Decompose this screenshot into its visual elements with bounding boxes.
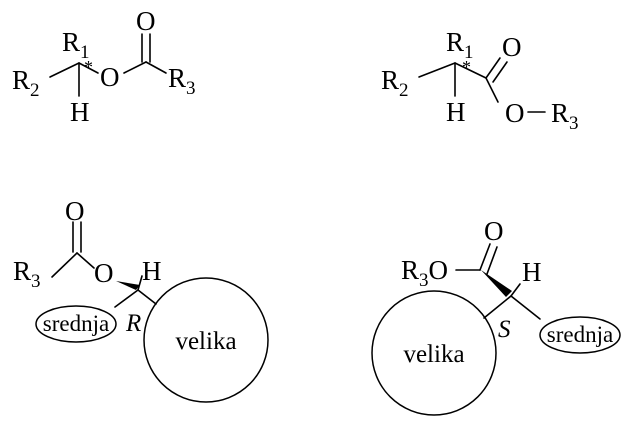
- hydrogen-label: H: [70, 97, 90, 127]
- hydrogen-label: H: [522, 257, 542, 287]
- large-substituent-circle: [371, 290, 497, 416]
- large-substituent-label: velika: [403, 341, 464, 368]
- r3-label: R3: [13, 256, 41, 292]
- medium-substituent-label: srednja: [547, 322, 613, 347]
- r3-label: R3: [551, 98, 579, 134]
- hydrogen-label: H: [142, 256, 162, 286]
- r1-label: R1: [446, 27, 474, 63]
- r2-label: R2: [381, 65, 409, 101]
- stereo-model-right: velika srednja O R3O H S: [371, 216, 621, 416]
- hydrogen-label: H: [446, 97, 466, 127]
- medium-substituent-label: srednja: [43, 311, 109, 336]
- configuration-label: S: [498, 316, 511, 343]
- ester-structure-left: R2 R1 * H O O R3: [12, 6, 196, 127]
- carbonyl-oxygen-label: O: [136, 6, 156, 36]
- stereocenter-star: *: [84, 57, 93, 77]
- wedge-bond: [116, 281, 140, 290]
- ester-oxygen-label: O: [100, 62, 120, 92]
- carbonyl-oxygen-label: O: [65, 196, 85, 226]
- wedge-bond: [481, 270, 512, 297]
- stereocenter-star: *: [462, 57, 471, 77]
- r3-label: R3: [168, 63, 196, 99]
- r2-label: R2: [12, 65, 40, 101]
- ester-oxygen-label: O: [505, 98, 525, 128]
- medium-substituent-ellipse: [35, 305, 117, 343]
- large-substituent-label: velika: [175, 328, 236, 355]
- medium-substituent-ellipse: [539, 316, 621, 354]
- r1-label: R1: [62, 27, 90, 63]
- carbonyl-oxygen-label: O: [502, 32, 522, 62]
- configuration-label: R: [125, 310, 141, 337]
- stereo-model-left: velika srednja O R3 O H R: [13, 196, 269, 403]
- ester-oxygen-label: O: [94, 258, 114, 288]
- carbonyl-oxygen-label: O: [484, 216, 504, 246]
- ester-structure-right: R2 R1 * H O O R3: [381, 27, 579, 134]
- ester-group-label: R3O: [401, 255, 448, 291]
- large-substituent-circle: [143, 277, 269, 403]
